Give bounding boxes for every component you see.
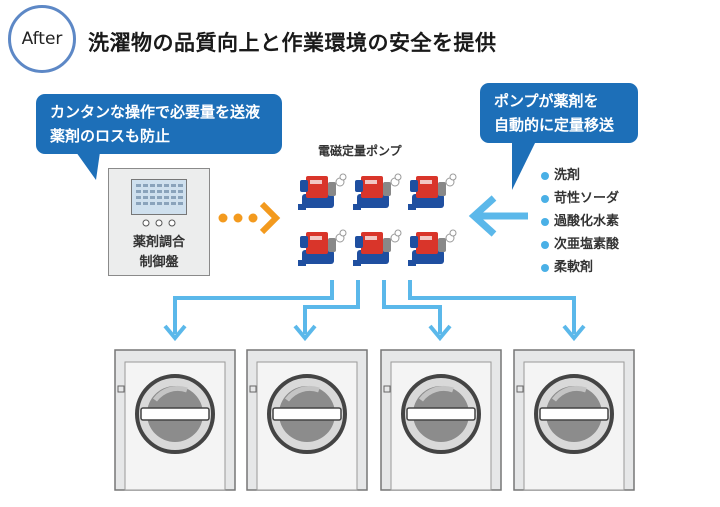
callout-right-line-2: 自動的に定量移送 [494,116,615,134]
chemical-label: 洗剤 [554,168,581,183]
chemical-label: 次亜塩素酸 [554,237,620,252]
callout-left: カンタンな操作で必要量を送液 薬剤のロスも防止 [36,94,282,154]
chemical-label: 柔軟剤 [554,260,594,275]
bullet-dot-icon [541,217,549,226]
callout-left-line-1: カンタンな操作で必要量を送液 [50,103,261,121]
orange-dotted-arrow [218,201,281,235]
feed-lines [173,280,576,334]
pump-grid [298,173,457,266]
panel-knobs [142,219,176,227]
washing-machine-icon [513,349,635,491]
callout-right-tail [512,141,536,190]
callout-left-tail [76,152,100,180]
pump-group-title: 電磁定量ポンプ [318,144,402,158]
chemical-list: 洗剤苛性ソーダ過酸化水素次亜塩素酸柔軟剤 [541,164,619,279]
chemical-item: 過酸化水素 [541,210,619,233]
after-badge-label: After [21,29,63,49]
page-title: 洗濯物の品質向上と作業環境の安全を提供 [88,31,497,55]
chemical-item: 苛性ソーダ [541,187,619,210]
chemical-item: 洗剤 [541,164,619,187]
metering-pump-icon [298,229,347,266]
chemical-label: 苛性ソーダ [554,191,620,206]
callout-right-line-1: ポンプが薬剤を [494,92,599,110]
bullet-dot-icon [541,263,549,272]
metering-pump-icon [353,229,402,266]
washer-row [114,349,635,491]
chemical-label: 過酸化水素 [554,214,620,229]
control-panel: 薬剤調合 制御盤 [108,168,210,276]
callout-right: ポンプが薬剤を 自動的に定量移送 [480,83,638,143]
after-badge: After [8,5,76,73]
washing-machine-icon [114,349,236,491]
control-panel-label-line-2: 制御盤 [139,255,179,270]
panel-screen [131,179,187,215]
bullet-dot-icon [541,240,549,249]
metering-pump-icon [408,229,457,266]
bullet-dot-icon [541,171,549,180]
panel-keypad-icon [136,184,183,205]
metering-pump-icon [298,173,347,210]
chemical-item: 柔軟剤 [541,256,619,279]
washing-machine-icon [380,349,502,491]
callout-left-line-2: 薬剤のロスも防止 [50,127,171,145]
metering-pump-icon [353,173,402,210]
chemical-item: 次亜塩素酸 [541,233,619,256]
metering-pump-icon [408,173,457,210]
bullet-dot-icon [541,194,549,203]
feed-arrowheads [163,324,586,342]
control-panel-label: 薬剤調合 制御盤 [109,233,209,273]
control-panel-label-line-1: 薬剤調合 [132,235,185,250]
chemical-feed-arrow [468,195,528,237]
washing-machine-icon [246,349,368,491]
